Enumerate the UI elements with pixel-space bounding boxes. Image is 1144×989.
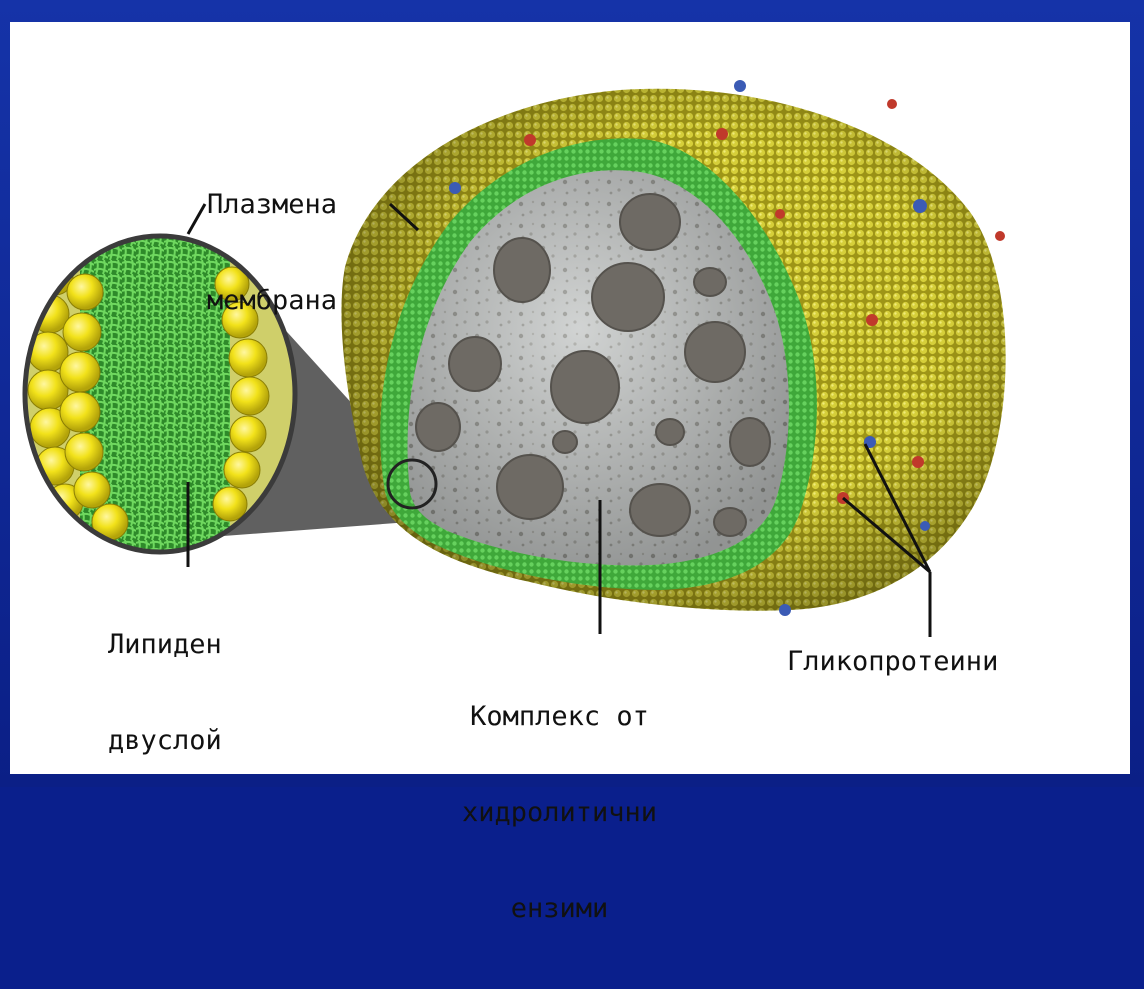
hydrolytic-enzymes-label-line3: ензими [462, 893, 657, 925]
blue-frame: Плазмена мембрана Липиден двуслой Компле… [0, 0, 1144, 787]
lipid-bilayer-label-line1: Липиден [108, 629, 222, 661]
hydrolytic-enzymes-label-line2: хидролитични [462, 797, 657, 829]
lipid-bilayer-label: Липиден двуслой [108, 565, 222, 821]
plasma-membrane-label-line2: мембрана [207, 285, 337, 317]
glycoproteins-label-text: Гликопротеини [787, 646, 998, 678]
diagram-panel: Плазмена мембрана Липиден двуслой Компле… [10, 22, 1130, 774]
hydrolytic-enzymes-label-line1: Комплекс от [462, 701, 657, 733]
lipid-bilayer-label-line2: двуслой [108, 725, 222, 757]
glycoproteins-label: Гликопротеини [787, 646, 998, 678]
plasma-membrane-label-line1: Плазмена [207, 189, 337, 221]
hydrolytic-enzymes-label: Комплекс от хидролитични ензими [462, 637, 657, 989]
plasma-membrane-label: Плазмена мембрана [207, 125, 337, 381]
